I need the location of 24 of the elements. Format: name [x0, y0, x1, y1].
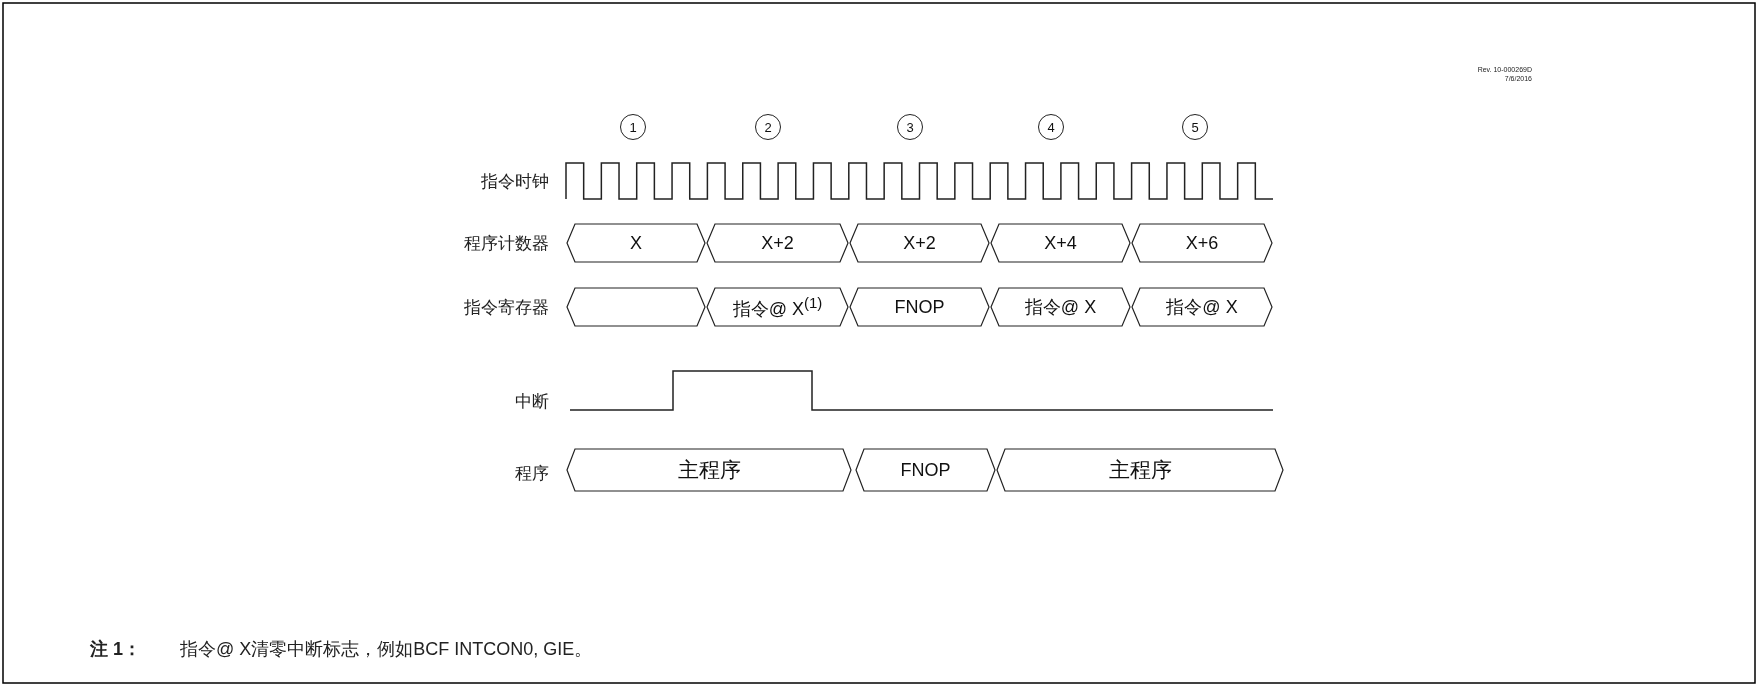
bus-value: X — [630, 232, 642, 254]
step-number: 4 — [1047, 119, 1055, 135]
bus-value: 指令@ X$^{(1)}$ — [732, 293, 823, 321]
signal-label: 程序 — [515, 463, 549, 485]
signal-label: 指令时钟 — [481, 171, 549, 193]
bus-value: X+6 — [1185, 232, 1219, 254]
bus-value: 主程序 — [677, 457, 741, 483]
bus-value: X+4 — [1044, 232, 1077, 254]
bus-value: 指令@ X — [1166, 296, 1238, 319]
bus-value: 指令@ X — [1024, 296, 1097, 319]
bus-value: X+2 — [903, 232, 936, 254]
step-number: 5 — [1191, 119, 1199, 135]
note-marker: 注 1： — [90, 638, 141, 661]
step-number: 2 — [764, 119, 772, 135]
signal-label: 程序计数器 — [464, 233, 549, 255]
signal-label: 指令寄存器 — [464, 297, 549, 319]
bus-value: FNOP — [894, 296, 945, 318]
signal-label: 中断 — [515, 391, 549, 413]
bus-value: X+2 — [761, 232, 794, 254]
step-number: 3 — [906, 119, 914, 135]
note-text: 指令@ X清零中断标志，例如BCF INTCON0, GIE。 — [180, 638, 593, 661]
bus-value: 主程序 — [1108, 457, 1172, 483]
bus-value: FNOP — [900, 459, 951, 481]
step-number: 1 — [629, 119, 637, 135]
